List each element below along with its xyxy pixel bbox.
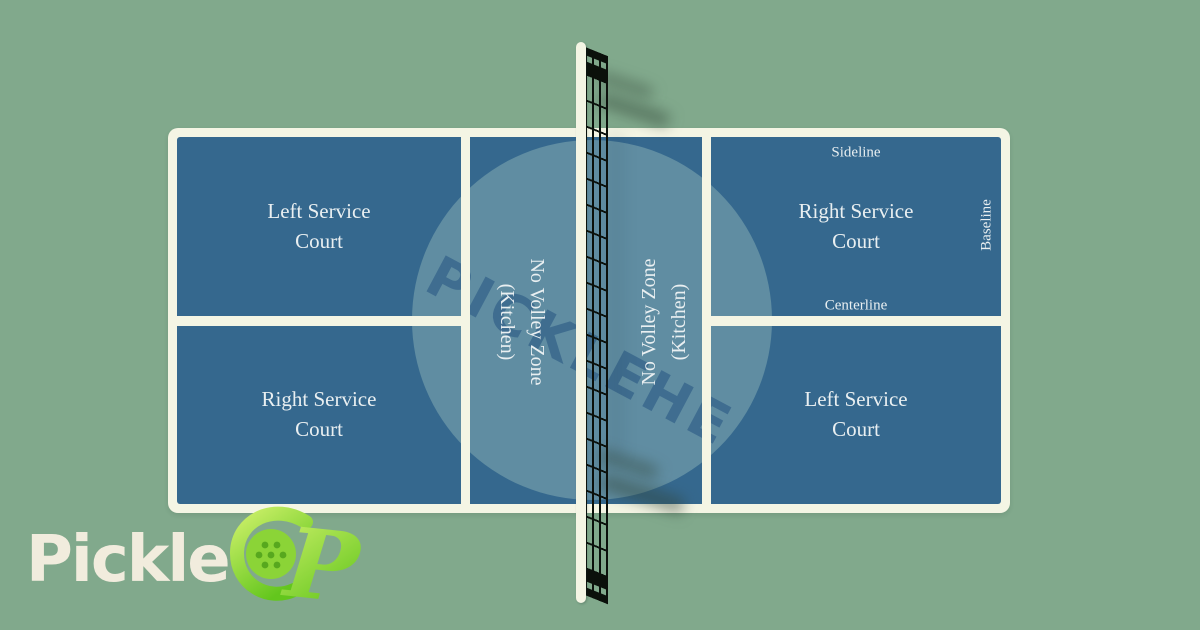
kitchen-label-line2: (Kitchen) <box>668 283 690 361</box>
kitchen-label-line1: No Volley Zone <box>638 258 660 386</box>
kitchen-label-line2: (Kitchen) <box>496 283 518 361</box>
net-shadow <box>608 130 624 460</box>
label-no-volley-zone-right: No Volley Zone (Kitchen) <box>634 258 694 385</box>
brand-logo-text: Pickle <box>26 523 231 597</box>
label-centerline: Centerline <box>824 297 888 314</box>
label-left-service-court-bottom: Left Service Court <box>804 387 908 441</box>
net-top-tape <box>585 61 608 84</box>
kitchen-line-left <box>461 137 470 504</box>
label-left-service-court-top: Left Service Court <box>267 199 371 253</box>
net-bottom-tape <box>585 587 608 605</box>
label-baseline: Baseline <box>978 199 995 251</box>
centerline-right <box>711 316 1001 326</box>
label-right-service-court-bottom: Right Service Court <box>261 387 377 441</box>
kitchen-label-line1: No Volley Zone <box>526 258 548 386</box>
net-mesh <box>585 47 608 605</box>
pickleball-paddle-p-icon: P <box>230 505 364 614</box>
paddle-p-letter: P <box>277 505 364 614</box>
brand-logo: Pickle P <box>26 505 364 614</box>
centerline-left <box>177 316 461 326</box>
label-right-service-court-top: Right Service Court <box>798 199 914 253</box>
paddle-swirl <box>230 506 313 601</box>
pickleball-holes <box>255 541 287 569</box>
net-center-post <box>576 42 586 603</box>
label-no-volley-zone-left: No Volley Zone (Kitchen) <box>492 258 552 385</box>
kitchen-line-right <box>702 137 711 504</box>
net-shadow <box>597 92 671 128</box>
net-bottom-tape <box>585 568 608 591</box>
label-sideline: Sideline <box>831 144 881 161</box>
